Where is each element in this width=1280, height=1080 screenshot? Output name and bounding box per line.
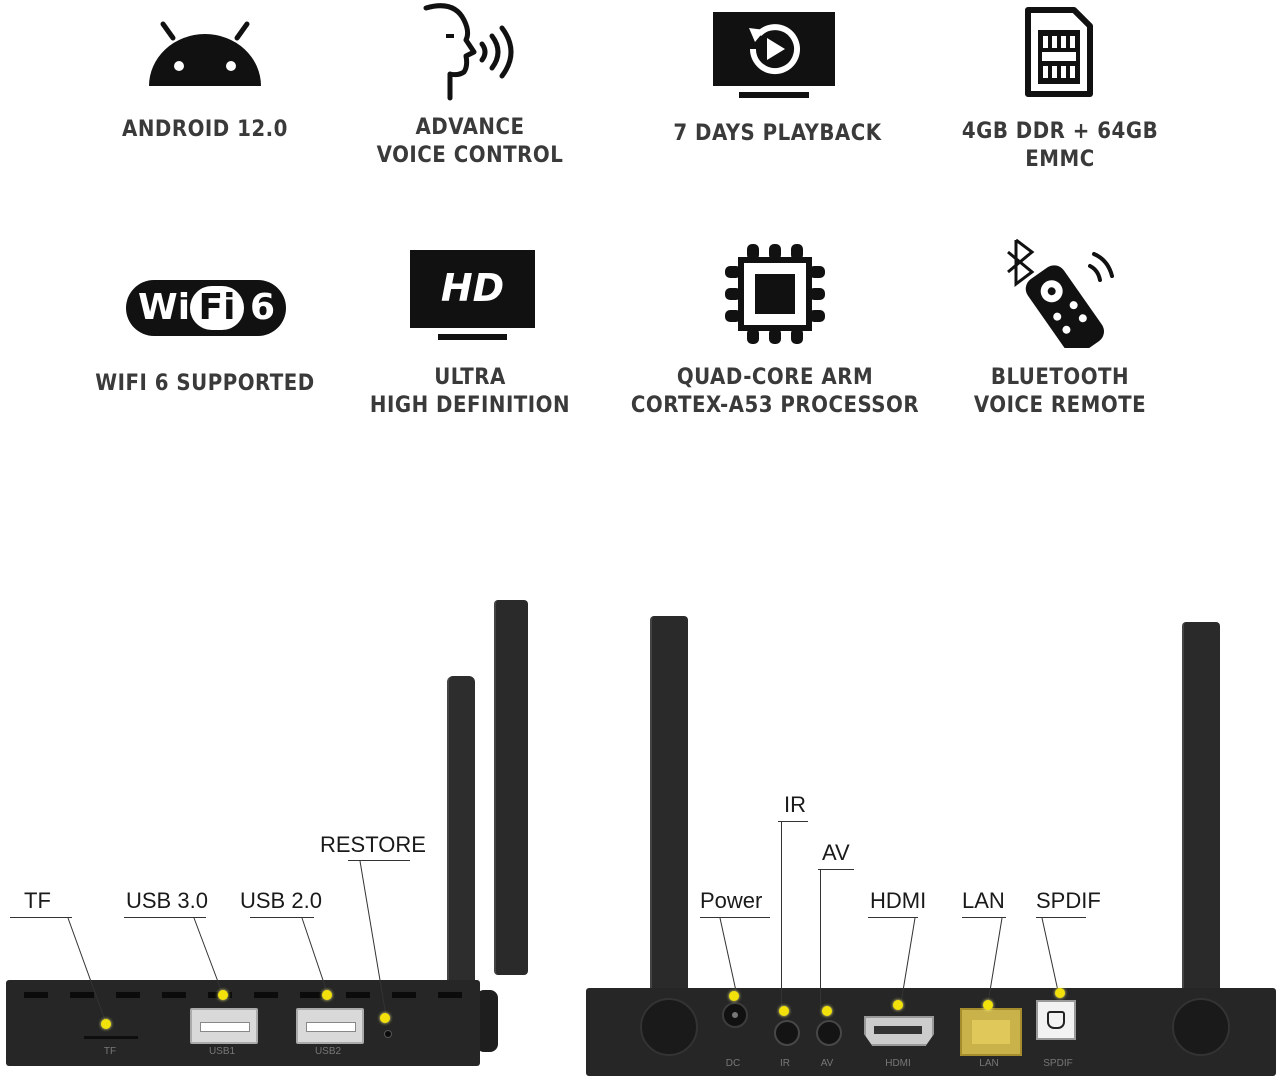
- back-view-device: DC IR AV HDMI LAN SPDIF: [580, 600, 1280, 1080]
- lan-port: [960, 1008, 1022, 1056]
- port-caption-tf: TF: [103, 1046, 117, 1057]
- callout-power-underline: [700, 917, 770, 918]
- restore-button: [384, 1030, 392, 1038]
- antenna: [650, 616, 688, 996]
- callout-usb3-leader: [193, 917, 224, 996]
- feature-caption-playback: 7 DAYS PLAYBACK: [673, 121, 882, 146]
- dc-port: [722, 1002, 748, 1028]
- side-view-device: TF USB1 USB2: [0, 590, 540, 1080]
- callout-av: AV: [822, 840, 850, 865]
- wifi6-icon: Wi Fi 6: [126, 280, 286, 336]
- callout-usb2-underline: [250, 917, 314, 918]
- marker-power: [729, 991, 739, 1001]
- wifi-text-fi: Fi: [190, 286, 244, 330]
- callout-spdif-leader: [1041, 917, 1059, 992]
- wifi-text-wi: Wi: [138, 287, 191, 328]
- hdmi-port: [864, 1016, 934, 1046]
- voice-control-icon: [423, 3, 514, 101]
- callout-spdif: SPDIF: [1036, 888, 1101, 913]
- callout-tf: TF: [24, 888, 51, 913]
- callout-spdif-underline: [1036, 917, 1086, 918]
- callout-usb2-leader: [301, 917, 329, 996]
- marker-hdmi: [893, 1000, 903, 1010]
- port-caption-ir: IR: [780, 1058, 790, 1069]
- android-icon: [149, 21, 261, 86]
- hd-text: HD: [440, 266, 505, 310]
- callout-restore: RESTORE: [320, 832, 426, 857]
- marker-spdif: [1055, 988, 1065, 998]
- port-caption-usb1: USB1: [208, 1046, 236, 1057]
- callout-usb3: USB 3.0: [126, 888, 208, 913]
- antenna-hinge: [1172, 998, 1230, 1056]
- marker-av: [822, 1006, 832, 1016]
- marker-tf: [101, 1019, 111, 1029]
- callout-ir-leader: [781, 821, 782, 1007]
- callout-restore-leader: [359, 860, 387, 1017]
- marker-usb2: [322, 990, 332, 1000]
- usb1-port: [190, 1008, 258, 1044]
- playback-icon: [713, 12, 835, 98]
- ir-port: [774, 1020, 800, 1046]
- av-port: [816, 1020, 842, 1046]
- feature-caption-android: ANDROID 12.0: [122, 117, 288, 142]
- callout-power: Power: [700, 888, 763, 913]
- callout-power-leader: [719, 917, 737, 992]
- port-caption-dc: DC: [725, 1058, 741, 1069]
- antenna-hinge: [640, 998, 698, 1056]
- port-caption-av: AV: [820, 1058, 834, 1069]
- memory-card-icon: [1025, 7, 1093, 97]
- marker-ir: [779, 1006, 789, 1016]
- antenna-hinge: [476, 990, 498, 1052]
- marker-restore: [380, 1013, 390, 1023]
- callout-lan-leader: [987, 917, 1003, 1004]
- hd-tv-icon: HD: [410, 250, 535, 340]
- callout-lan: LAN: [962, 888, 1005, 913]
- callout-hdmi-leader: [900, 917, 916, 1004]
- callout-hdmi-underline: [868, 917, 918, 918]
- callout-lan-underline: [962, 917, 1006, 918]
- feature-caption-wifi: WIFI 6 SUPPORTED: [95, 371, 315, 396]
- antenna: [447, 676, 475, 986]
- vent-slots: [24, 992, 464, 998]
- callout-usb3-underline: [124, 917, 206, 918]
- marker-usb3: [218, 990, 228, 1000]
- port-caption-spdif: SPDIF: [1043, 1058, 1073, 1069]
- port-caption-hdmi: HDMI: [885, 1058, 911, 1069]
- port-caption-usb2: USB2: [314, 1046, 342, 1057]
- processor-chip-icon: [725, 244, 825, 344]
- usb2-port: [296, 1008, 364, 1044]
- callout-tf-underline: [10, 917, 72, 918]
- callout-hdmi: HDMI: [870, 888, 927, 913]
- antenna: [494, 600, 528, 975]
- callout-av-leader: [820, 869, 821, 1007]
- callout-ir: IR: [784, 792, 806, 817]
- callout-restore-underline: [348, 860, 410, 861]
- callout-ir-underline: [778, 821, 808, 822]
- callout-tf-leader: [67, 917, 107, 1024]
- marker-lan: [983, 1000, 993, 1010]
- antenna: [1182, 622, 1220, 996]
- callout-usb2: USB 2.0: [240, 888, 322, 913]
- spdif-port: [1036, 1000, 1076, 1040]
- callout-av-underline: [818, 869, 854, 870]
- wifi-text-6: 6: [250, 287, 276, 328]
- bluetooth-remote-icon: [1007, 238, 1114, 348]
- port-caption-lan: LAN: [979, 1058, 999, 1069]
- tf-slot: [84, 1036, 138, 1039]
